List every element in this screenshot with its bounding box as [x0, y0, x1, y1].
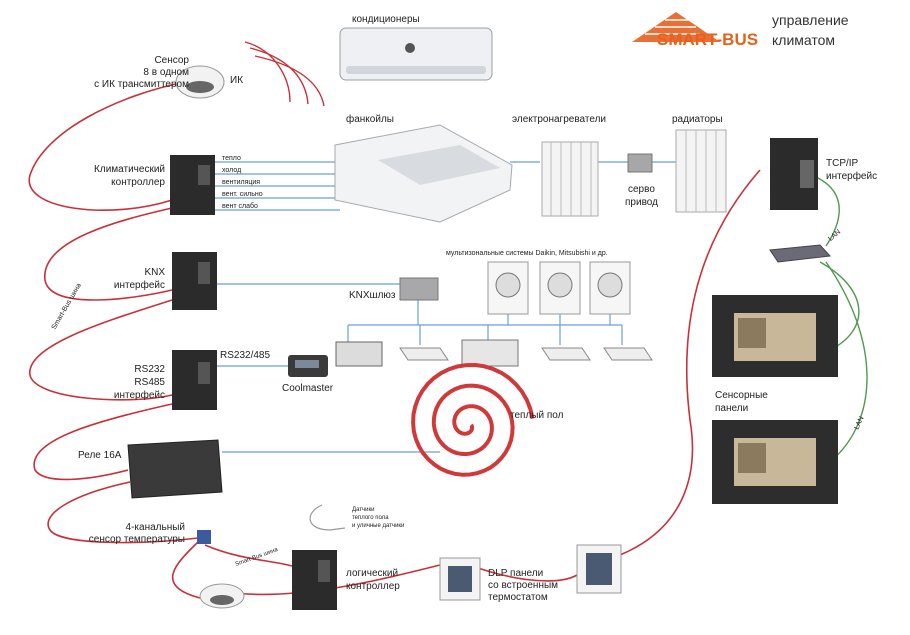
- fancoils-label: фанкойлы: [346, 113, 394, 125]
- smartbus-wiring: [28, 81, 761, 599]
- radiator: радиаторы: [672, 114, 727, 213]
- touch-label-1: Сенсорные: [715, 390, 768, 401]
- ik-label: ИК: [230, 75, 243, 86]
- tcpip-label-1: TCP/IP: [826, 158, 859, 169]
- climate-label-2: контроллер: [111, 177, 165, 188]
- smartbus-wire-label: Smart-Bus шина: [51, 282, 83, 331]
- knx-gateway-label: KNXшлюз: [349, 290, 396, 301]
- dlp-label-2: со встроенным: [488, 580, 558, 591]
- temp-label-2: сенсор температуры: [89, 534, 185, 545]
- multizone-units: мультизональные системы Daikin, Mitsubis…: [446, 250, 631, 315]
- signal-lines: [215, 161, 676, 453]
- dlp-label-3: термостатом: [488, 592, 548, 603]
- climate-controller: Климатический контроллер тепло холод вен…: [94, 155, 263, 215]
- brand-tagline-1: управление: [772, 12, 849, 28]
- rs-label-2: RS485: [134, 377, 165, 388]
- coolmaster: Coolmaster: [282, 355, 334, 394]
- relay-16a: Реле 16А: [78, 439, 223, 499]
- knx-label-1: KNX: [144, 267, 165, 278]
- temperature-probes: Датчики теплого пола и уличные датчики: [309, 504, 404, 531]
- knx-gateway: KNXшлюз: [349, 277, 439, 301]
- touch-panel-bottom: [712, 420, 838, 504]
- warm-floor-spiral: [411, 362, 535, 477]
- temp-label-1: 4-канальный: [126, 522, 185, 533]
- radiators-label: радиаторы: [672, 114, 723, 125]
- lan-label-1: LAN: [827, 229, 842, 243]
- relay-label: Реле 16А: [78, 450, 122, 461]
- fancoil-unit: фанкойлы: [334, 113, 513, 223]
- probes-label-1: Датчики: [352, 507, 374, 513]
- sensor-label-3: с ИК трансмиттером: [94, 79, 189, 90]
- indoor-units: [335, 339, 653, 367]
- knx-interface: KNX интерфейс: [114, 252, 217, 310]
- lan-label-2: LAN: [853, 416, 865, 431]
- rs-label-3: интерфейс: [114, 389, 165, 401]
- rs-interface: RS232 RS485 интерфейс RS232/485: [114, 350, 270, 410]
- climate-label-1: Климатический: [94, 164, 165, 175]
- output-vent-strong: вент. сильно: [222, 191, 263, 198]
- rs-bus-label: RS232/485: [220, 350, 270, 361]
- heaters-label: электронагреватели: [512, 114, 606, 125]
- output-heat: тепло: [222, 155, 241, 162]
- multi-sensor: Сенсор 8 в одном с ИК трансмиттером ИК: [94, 55, 243, 99]
- lan-wiring: [817, 177, 868, 463]
- dlp-panel-left: [439, 557, 481, 601]
- servo-drive: серво привод: [625, 153, 658, 208]
- multizone-label: мультизональные системы Daikin, Mitsubis…: [446, 250, 608, 257]
- output-cold: холод: [222, 167, 241, 174]
- electric-heater: электронагреватели: [512, 114, 606, 217]
- dlp-panel-right: [576, 544, 622, 594]
- sensor-label-2: 8 в одном: [143, 67, 189, 78]
- touch-label-2: панели: [715, 403, 748, 414]
- conditioners-label: кондиционеры: [352, 14, 420, 25]
- knx-label-2: интерфейс: [114, 279, 165, 291]
- logic-controller: логический контроллер: [292, 550, 400, 610]
- servo-label-1: серво: [628, 184, 655, 195]
- brand-name: SMART-BUS: [657, 30, 758, 49]
- rs-label-1: RS232: [134, 364, 165, 375]
- touch-panel-top: [712, 295, 838, 377]
- coolmaster-label: Coolmaster: [282, 383, 334, 394]
- sensor-label-1: Сенсор: [154, 55, 189, 66]
- temp-sensor: 4-канальный сенсор температуры: [89, 522, 211, 545]
- probes-label-2: теплого пола: [352, 515, 389, 521]
- logic-label-1: логический: [346, 568, 398, 579]
- tcpip-interface: TCP/IP интерфейс: [770, 138, 877, 210]
- logic-label-2: контроллер: [346, 581, 400, 592]
- warm-floor-label: теплый пол: [510, 410, 564, 421]
- dlp-label-1: DLP панели: [488, 568, 543, 579]
- brand-tagline-2: климатом: [772, 32, 835, 48]
- tcpip-label-2: интерфейс: [826, 170, 877, 182]
- air-conditioner: кондиционеры: [339, 14, 493, 81]
- output-vent: вентиляция: [222, 179, 260, 186]
- servo-label-2: привод: [625, 197, 658, 208]
- brand-logo: SMART-BUS управление климатом: [632, 12, 849, 49]
- ir-waves: [244, 41, 325, 107]
- probes-label-3: и уличные датчики: [352, 523, 404, 529]
- output-vent-weak: вент слабо: [222, 202, 258, 210]
